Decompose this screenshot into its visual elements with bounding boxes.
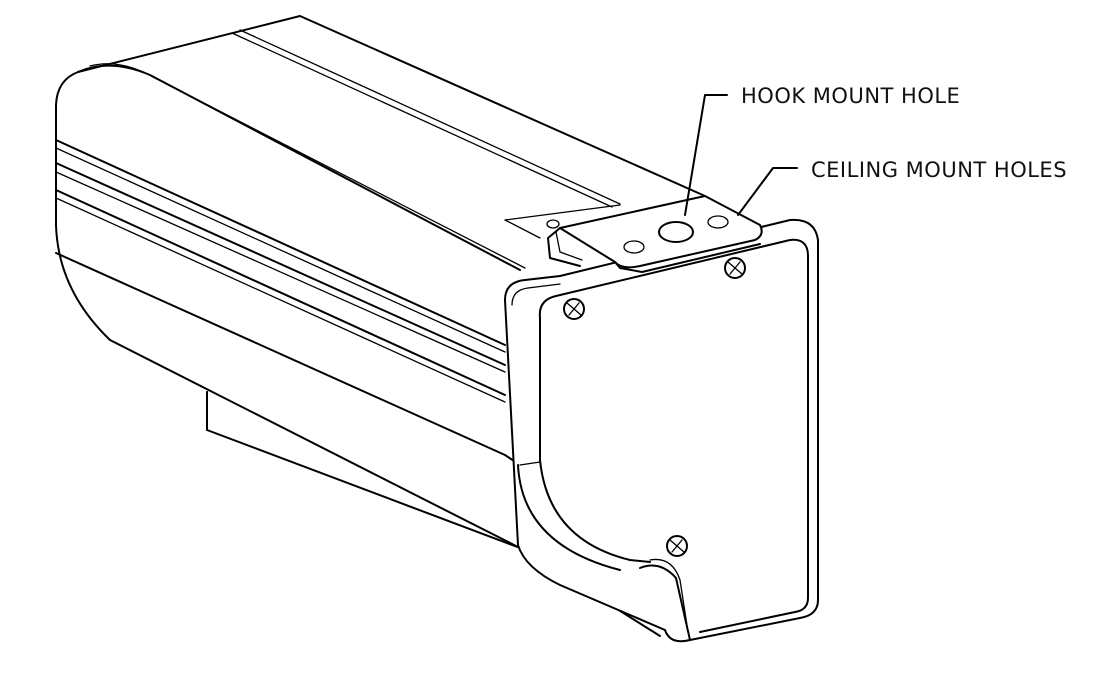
mount-bracket — [546, 195, 763, 273]
ceiling-mount-hole-1 — [623, 240, 645, 254]
end-cap — [504, 218, 819, 643]
bottom-block — [206, 391, 521, 549]
leader-hook — [684, 94, 728, 216]
ceiling-mount-hole-2 — [707, 215, 729, 229]
ceiling-mount-holes-label: CEILING MOUNT HOLES — [811, 158, 1068, 182]
housing-body — [55, 15, 706, 637]
hook-mount-hole — [658, 221, 694, 243]
hook-mount-hole-label: HOOK MOUNT HOLE — [741, 84, 961, 108]
screw-top-right — [724, 257, 746, 279]
leader-ceiling — [737, 167, 798, 216]
screw-top-left — [563, 298, 585, 320]
screw-bottom — [666, 535, 688, 557]
